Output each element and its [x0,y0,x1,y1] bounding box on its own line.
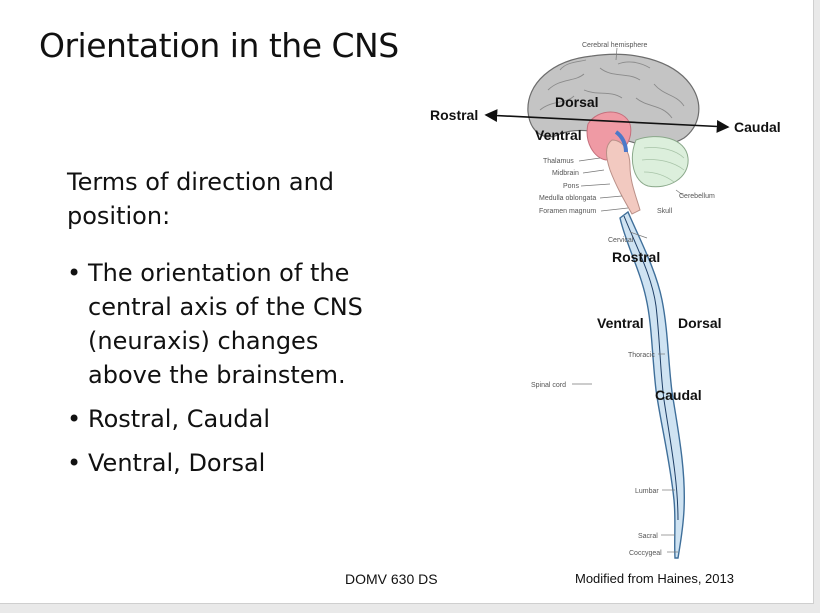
course-code: DOMV 630 DS [345,571,438,587]
label-coccygeal: Coccygeal [629,550,662,557]
bullet-ventral-dorsal: Ventral, Dorsal [67,446,397,480]
label-foramen-magnum: Foramen magnum [539,208,596,215]
label-cerebellum: Cerebellum [679,193,715,200]
label-pons: Pons [563,183,579,190]
cerebellum-folia [641,147,685,183]
label-ventral-brain: Ventral [535,127,582,143]
label-rostral-brain: Rostral [430,107,478,123]
label-thalamus: Thalamus [543,158,574,165]
label-dorsal-cord: Dorsal [678,315,722,331]
label-cervical: Cervical [608,237,634,244]
bullet-rostral-caudal: Rostral, Caudal [67,402,397,436]
spinal-cord-shape [619,210,686,559]
bullet-neuraxis: The orientation of the central axis of t… [67,256,397,392]
label-caudal-cord: Caudal [655,387,702,403]
brainstem-shape [606,139,641,215]
intro-text: Terms of direction and position: [67,168,335,230]
label-sacral: Sacral [638,533,658,540]
label-leaders [572,47,685,553]
label-medulla: Medulla oblongata [539,195,596,202]
label-lumbar: Lumbar [635,488,659,495]
label-caudal-brain: Caudal [734,119,781,135]
cerebellum-shape [632,136,689,188]
label-ventral-cord: Ventral [597,315,644,331]
central-canal-line [623,215,679,521]
label-rostral-cord: Rostral [612,249,660,265]
figure-credit: Modified from Haines, 2013 [575,571,734,586]
ventricle-highlight [614,130,628,153]
label-dorsal-brain: Dorsal [555,94,599,110]
label-midbrain: Midbrain [552,170,579,177]
label-spinal-cord: Spinal cord [531,382,566,389]
label-cerebral-hemisphere: Cerebral hemisphere [582,42,647,49]
label-skull: Skull [657,208,673,215]
slide-title: Orientation in the CNS [39,26,399,65]
label-thoracic: Thoracic [628,352,655,359]
bullet-list: The orientation of the central axis of t… [67,256,397,490]
rostral-caudal-axis-arrow [484,109,730,133]
